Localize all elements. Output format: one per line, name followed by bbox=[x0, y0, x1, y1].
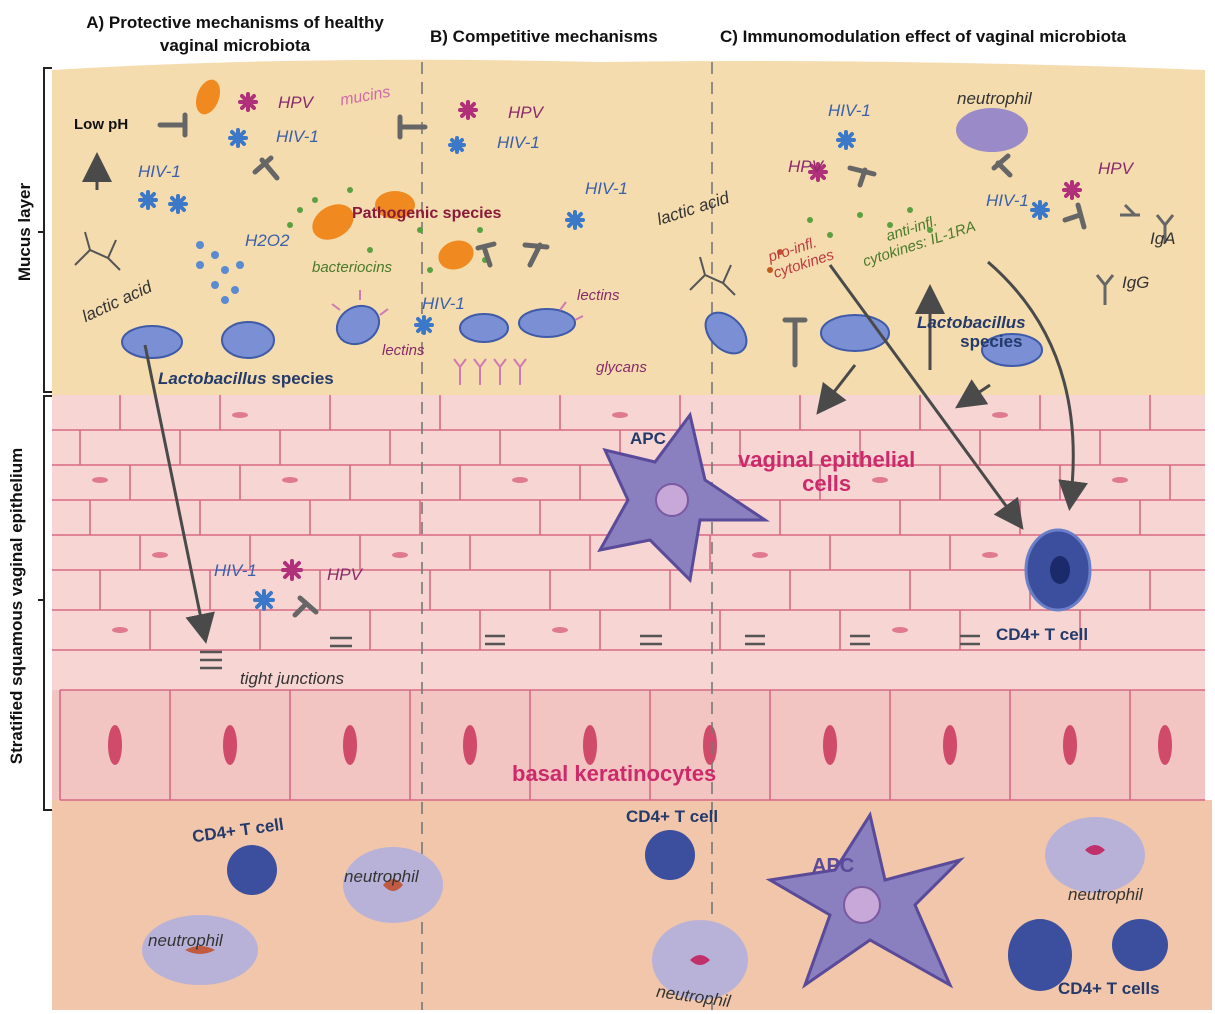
label-hiv-b1: HIV-1 bbox=[497, 134, 540, 153]
label-hiv-b3: HIV-1 bbox=[422, 295, 465, 314]
label-lactobacillus-c: Lactobacillus species bbox=[917, 314, 1026, 351]
header-c: C) Immunomodulation effect of vaginal mi… bbox=[720, 28, 1126, 47]
label-cd4-lamina-right: CD4+ T cells bbox=[1058, 980, 1160, 999]
label-h2o2: H2O2 bbox=[245, 232, 289, 251]
label-hiv-epi: HIV-1 bbox=[214, 562, 257, 581]
label-tight-junctions: tight junctions bbox=[240, 670, 344, 689]
label-bacteriocins: bacteriocins bbox=[312, 260, 392, 277]
label-lactobacillus-c-genus: Lactobacillus bbox=[917, 314, 1026, 333]
label-glycans: glycans bbox=[596, 360, 647, 377]
label-lectins-b1: lectins bbox=[577, 288, 620, 305]
label-hpv-c2: HPV bbox=[1098, 160, 1133, 179]
label-pathogenic-species: Pathogenic species bbox=[352, 205, 501, 223]
label-vaginal-epithelial-line1: vaginal epithelial bbox=[738, 448, 915, 472]
label-hiv-a1: HIV-1 bbox=[276, 128, 319, 147]
label-vaginal-epithelial-cells: vaginal epithelial cells bbox=[738, 448, 915, 496]
label-hpv-c1: HPV bbox=[788, 158, 823, 177]
label-hiv-c1: HIV-1 bbox=[828, 102, 871, 121]
label-basal-keratinocytes: basal keratinocytes bbox=[512, 762, 716, 786]
label-lactobacillus-a-genus: Lactobacillus bbox=[158, 369, 267, 388]
label-hpv-epi: HPV bbox=[327, 566, 362, 585]
label-vaginal-epithelial-line2: cells bbox=[738, 472, 915, 496]
header-a-line1: A) Protective mechanisms of healthy bbox=[40, 14, 430, 33]
label-neutrophil-lamina-2: neutrophil bbox=[148, 932, 223, 951]
header-b: B) Competitive mechanisms bbox=[430, 28, 658, 47]
label-hpv-b: HPV bbox=[508, 104, 543, 123]
mucus-bracket bbox=[38, 68, 52, 392]
label-neutrophil-lamina-1: neutrophil bbox=[344, 868, 419, 887]
label-lectins-b2: lectins bbox=[382, 343, 425, 360]
header-a: A) Protective mechanisms of healthy vagi… bbox=[40, 14, 430, 55]
epithelium-bracket bbox=[38, 396, 52, 810]
label-hiv-a2: HIV-1 bbox=[138, 163, 181, 182]
label-cd4-lamina-mid: CD4+ T cell bbox=[626, 808, 718, 827]
label-neutrophil-lamina-4: neutrophil bbox=[1068, 886, 1143, 905]
apc-lamina-nucleus bbox=[844, 887, 880, 923]
label-low-ph: Low pH bbox=[74, 117, 128, 134]
side-label-mucus: Mucus layer bbox=[15, 162, 35, 302]
apc-nucleus bbox=[656, 484, 688, 516]
label-apc-lamina: APC bbox=[812, 855, 854, 877]
label-iga: IgA bbox=[1150, 230, 1176, 249]
label-hiv-b2: HIV-1 bbox=[585, 180, 628, 199]
label-lactobacillus-a: Lactobacillus species bbox=[158, 370, 334, 389]
label-lactobacillus-c-species: species bbox=[917, 333, 1026, 352]
side-label-epithelium: Stratified squamous vaginal epithelium bbox=[7, 396, 27, 816]
label-neutrophil-c: neutrophil bbox=[957, 90, 1032, 109]
header-a-line2: vaginal microbiota bbox=[40, 37, 430, 56]
label-apc-epithelium: APC bbox=[630, 430, 666, 449]
label-hpv-a: HPV bbox=[278, 94, 313, 113]
label-hiv-c2: HIV-1 bbox=[986, 192, 1029, 211]
label-igg: IgG bbox=[1122, 274, 1149, 293]
label-cd4-epithelium: CD4+ T cell bbox=[996, 626, 1088, 645]
label-lactobacillus-a-species: species bbox=[271, 369, 333, 388]
